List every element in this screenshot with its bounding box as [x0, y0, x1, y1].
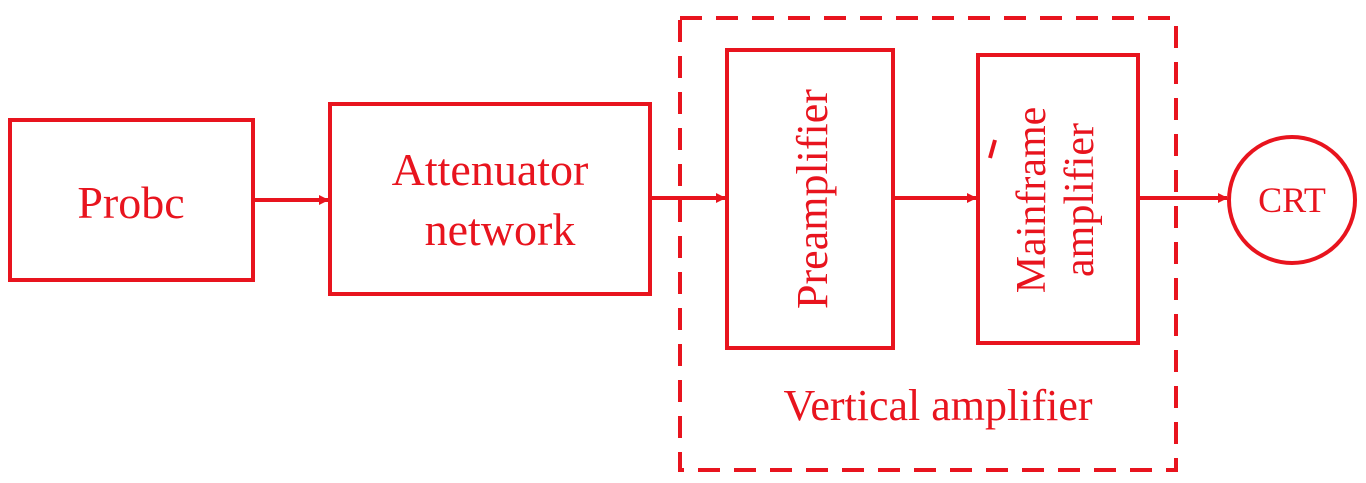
input-tick-mark — [988, 139, 997, 159]
crt-label: CRT — [1258, 180, 1326, 220]
attenuator-network-block — [328, 102, 652, 296]
vertical-amplifier-group — [678, 16, 1178, 472]
probe-label: Probc — [77, 177, 184, 228]
mainframe-label-line2: amplifier — [1057, 123, 1103, 277]
attenuator-label-line1: Attenuator — [392, 144, 589, 195]
mainframe-label-line1: Mainframe — [1009, 107, 1055, 294]
crt-circle — [1227, 135, 1357, 265]
attenuator-label-line2: network — [425, 204, 576, 255]
preamplifier-label: Preamplifier — [788, 89, 837, 309]
vertical-amplifier-label: Vertical amplifier — [783, 381, 1092, 430]
